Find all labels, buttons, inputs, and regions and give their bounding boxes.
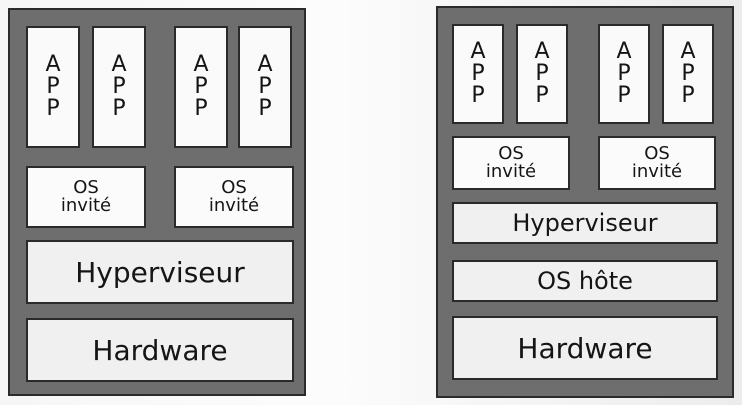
right-app-1: A P P xyxy=(452,24,504,124)
left-architecture-stack: A P P A P P A P P A P P OS invité OS inv… xyxy=(8,8,306,396)
right-hardware-layer: Hardware xyxy=(452,316,718,380)
guest-os-label: OS xyxy=(644,143,670,164)
left-app-1: A P P xyxy=(26,26,80,148)
app-letter: A xyxy=(111,52,127,77)
right-hypervisor-layer: Hyperviseur xyxy=(452,202,718,244)
right-guest-os-1: OS invité xyxy=(452,136,570,190)
right-host-os-layer: OS hôte xyxy=(452,260,718,302)
app-letter: P xyxy=(194,96,208,121)
left-guest-os-2: OS invité xyxy=(174,166,294,228)
left-hypervisor-layer: Hyperviseur xyxy=(26,240,294,304)
right-app-3: A P P xyxy=(598,24,650,124)
guest-os-sublabel: invité xyxy=(208,195,260,216)
right-app-4: A P P xyxy=(662,24,714,124)
left-guest-os-1: OS invité xyxy=(26,166,146,228)
host-os-label: OS hôte xyxy=(537,267,633,295)
app-letter: P xyxy=(471,61,485,86)
app-letter: P xyxy=(535,83,549,108)
left-app-4: A P P xyxy=(238,26,292,148)
app-letter: P xyxy=(258,96,272,121)
right-guest-os-2: OS invité xyxy=(598,136,716,190)
app-letter: A xyxy=(193,52,209,77)
app-letter: P xyxy=(46,96,60,121)
app-letter: A xyxy=(680,39,696,64)
app-letter: P xyxy=(617,61,631,86)
app-letter: A xyxy=(534,39,550,64)
app-letter: P xyxy=(112,74,126,99)
hypervisor-label: Hyperviseur xyxy=(512,209,658,237)
guest-os-label: OS xyxy=(73,177,99,198)
hardware-label: Hardware xyxy=(92,333,228,367)
right-architecture-stack: A P P A P P A P P A P P OS invité OS inv… xyxy=(436,6,734,398)
app-letter: P xyxy=(471,83,485,108)
app-letter: A xyxy=(257,52,273,77)
app-letter: P xyxy=(535,61,549,86)
app-letter: A xyxy=(45,52,61,77)
right-app-2: A P P xyxy=(516,24,568,124)
guest-os-sublabel: invité xyxy=(485,161,537,182)
guest-os-sublabel: invité xyxy=(60,195,112,216)
left-app-3: A P P xyxy=(174,26,228,148)
app-letter: P xyxy=(681,83,695,108)
hardware-label: Hardware xyxy=(517,331,653,365)
app-letter: A xyxy=(616,39,632,64)
app-letter: P xyxy=(258,74,272,99)
guest-os-sublabel: invité xyxy=(631,161,683,182)
app-letter: P xyxy=(46,74,60,99)
app-letter: P xyxy=(194,74,208,99)
app-letter: P xyxy=(617,83,631,108)
app-letter: P xyxy=(112,96,126,121)
app-letter: A xyxy=(470,39,486,64)
app-letter: P xyxy=(681,61,695,86)
guest-os-label: OS xyxy=(221,177,247,198)
hypervisor-label: Hyperviseur xyxy=(75,255,245,289)
left-app-2: A P P xyxy=(92,26,146,148)
guest-os-label: OS xyxy=(498,143,524,164)
left-hardware-layer: Hardware xyxy=(26,318,294,382)
